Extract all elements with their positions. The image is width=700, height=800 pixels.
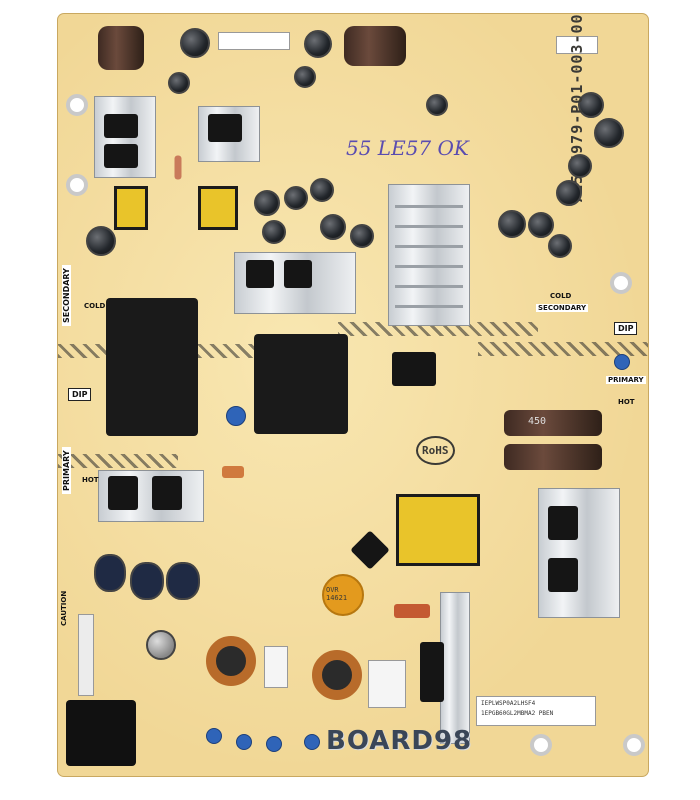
varistor xyxy=(130,562,164,600)
bulk-capacitor xyxy=(504,410,602,436)
bulk-capacitor xyxy=(504,444,602,470)
hot-label-left: HOT xyxy=(82,476,99,484)
blue-capacitor xyxy=(614,354,630,370)
capacitor xyxy=(284,186,308,210)
mosfet xyxy=(152,476,182,510)
capacitor xyxy=(86,226,116,256)
connector xyxy=(218,32,290,50)
caution-label: CAUTION xyxy=(60,590,68,626)
small-transformer xyxy=(114,186,148,230)
mosfet xyxy=(392,352,436,386)
capacitor xyxy=(320,214,346,240)
serial-sticker: IEPLWSP0A2LHSF4 1EPGB60GL2MBMA2 PBEN xyxy=(476,696,596,726)
capacitor xyxy=(498,210,526,238)
resistor xyxy=(222,466,244,478)
isolation-hatch-right xyxy=(478,342,648,356)
connector xyxy=(556,36,598,54)
dip-label-left: DIP xyxy=(68,388,92,401)
electrolytic-capacitor xyxy=(98,26,144,70)
ovr-label: OVR 14621 xyxy=(326,586,348,602)
capacitor xyxy=(556,180,582,206)
isolation-hatch-low xyxy=(58,454,178,468)
x-capacitor xyxy=(368,660,406,708)
capacitor xyxy=(180,28,210,58)
mosfet xyxy=(108,476,138,510)
common-mode-choke xyxy=(312,650,362,700)
dip-label-right: DIP xyxy=(614,322,638,335)
capacitor xyxy=(262,220,286,244)
sticker-line-1: IEPLWSP0A2LHSF4 xyxy=(481,700,536,707)
hot-label-right: HOT xyxy=(618,398,635,406)
mosfet xyxy=(350,530,390,570)
varistor xyxy=(94,554,126,592)
fuse xyxy=(78,614,94,696)
capacitor xyxy=(254,190,280,216)
mounting-hole xyxy=(66,94,88,116)
mounting-hole xyxy=(530,734,552,756)
blue-capacitor xyxy=(236,734,252,750)
mosfet xyxy=(284,260,312,288)
mosfet xyxy=(104,144,138,168)
mounting-hole xyxy=(623,734,645,756)
capacitor xyxy=(594,118,624,148)
resistor xyxy=(174,155,182,180)
blue-capacitor xyxy=(266,736,282,752)
rohs-mark: RoHS xyxy=(416,436,455,465)
main-transformer xyxy=(254,334,348,434)
capacitor xyxy=(146,630,176,660)
main-transformer xyxy=(106,298,198,436)
capacitor xyxy=(304,30,332,58)
capacitor xyxy=(568,154,592,178)
mounting-hole xyxy=(610,272,632,294)
sticker-line-2: 1EPGB60GL2MBMA2 PBEN xyxy=(481,710,554,717)
primary-label-right: PRIMARY xyxy=(606,376,646,384)
electrolytic-capacitor xyxy=(344,26,406,66)
watermark-text: BOARD98 xyxy=(326,726,473,756)
primary-label-left: PRIMARY xyxy=(62,447,71,494)
capacitor xyxy=(310,178,334,202)
heatsink-right xyxy=(388,184,470,326)
secondary-label-right: SECONDARY xyxy=(536,304,589,312)
capacitor xyxy=(294,66,316,88)
mosfet xyxy=(548,506,578,540)
watermark: BOARD98 xyxy=(326,726,472,756)
mosfet xyxy=(104,114,138,138)
cold-label-right: COLD xyxy=(550,292,572,300)
capacitor xyxy=(350,224,374,248)
standby-transformer xyxy=(396,494,480,566)
mosfet xyxy=(246,260,274,288)
bridge-rectifier xyxy=(420,642,444,702)
secondary-label-left: SECONDARY xyxy=(62,265,71,326)
blue-capacitor xyxy=(206,728,222,744)
capacitor xyxy=(528,212,554,238)
varistor xyxy=(166,562,200,600)
cap-rating: 450 xyxy=(528,416,547,427)
ovr-varistor xyxy=(322,574,364,616)
cold-label-left: COLD xyxy=(84,302,106,310)
mosfet xyxy=(548,558,578,592)
ac-input-connector xyxy=(66,700,136,766)
blue-capacitor xyxy=(226,406,246,426)
capacitor xyxy=(168,72,190,94)
common-mode-choke xyxy=(206,636,256,686)
blue-capacitor xyxy=(304,734,320,750)
capacitor xyxy=(548,234,572,258)
heatsink-bridge xyxy=(440,592,470,744)
small-transformer xyxy=(198,186,238,230)
mosfet xyxy=(208,114,242,142)
capacitor xyxy=(578,92,604,118)
handwritten-note: 55 LE57 OK xyxy=(346,136,469,160)
capacitor xyxy=(426,94,448,116)
x-capacitor xyxy=(264,646,288,688)
mounting-hole xyxy=(66,174,88,196)
resistor xyxy=(394,604,430,618)
power-supply-board: 715G6979-P01-003-003M 55 LE57 OK RoHS 45… xyxy=(58,14,648,776)
